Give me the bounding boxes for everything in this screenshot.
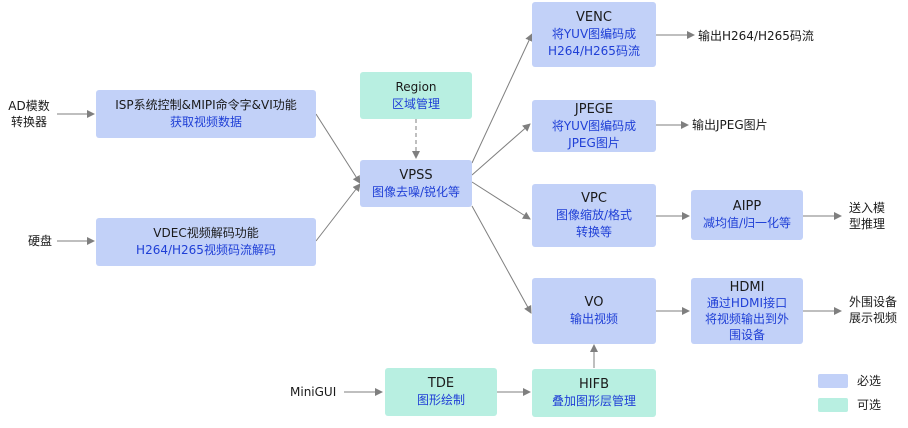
aipp-sub: 减均值/归一化等 <box>702 216 792 230</box>
legend-required-label: 必选 <box>857 374 882 388</box>
input-ad-line2: 转换器 <box>10 115 47 129</box>
hdmi-sub-line2: 将视频输出到外 <box>704 311 789 326</box>
tde-box[interactable]: TDE 图形绘制 <box>385 368 497 416</box>
input-disk: 硬盘 <box>28 234 53 248</box>
venc-title: VENC <box>576 10 612 25</box>
vo-sub: 输出视频 <box>569 312 618 326</box>
hdmi-box[interactable]: HDMI 通过HDMI接口 将视频输出到外 围设备 <box>691 278 803 344</box>
output-hdmi-line2: 展示视频 <box>848 311 897 325</box>
output-hdmi-line1: 外围设备 <box>848 295 897 309</box>
vpc-title: VPC <box>581 191 607 206</box>
jpege-title: JPEGE <box>574 101 614 117</box>
output-aipp-line2: 型推理 <box>848 217 885 231</box>
region-sub: 区域管理 <box>391 96 440 111</box>
vdec-title: VDEC视频解码功能 <box>153 226 259 240</box>
arrow-vpss-to-vpc <box>471 181 531 220</box>
vo-title: VO <box>584 295 604 310</box>
vdec-sub: H264/H265视频码流解码 <box>136 243 276 257</box>
arrow-vpss-to-vo <box>471 205 532 314</box>
vdec-box[interactable]: VDEC视频解码功能 H264/H265视频码流解码 <box>96 218 316 266</box>
legend-optional-swatch <box>818 398 848 412</box>
vpss-sub: 图像去噪/锐化等 <box>371 184 461 199</box>
isp-box[interactable]: ISP系统控制&MIPI命令字&VI功能 获取视频数据 <box>96 90 316 138</box>
output-venc: 输出H264/H265码流 <box>698 29 814 43</box>
vpc-sub-line2: 转换等 <box>575 225 612 239</box>
hdmi-sub-line3: 围设备 <box>728 327 765 342</box>
vpss-box[interactable]: VPSS 图像去噪/锐化等 <box>360 160 472 207</box>
output-aipp: 送入模 型推理 <box>842 200 892 232</box>
vo-box[interactable]: VO 输出视频 <box>532 278 656 344</box>
jpege-box[interactable]: JPEGE 将YUV图编码成 JPEG图片 <box>532 100 656 152</box>
region-box[interactable]: Region 区域管理 <box>360 72 472 119</box>
venc-sub-line2: H264/H265码流 <box>548 44 640 58</box>
output-hdmi: 外围设备 展示视频 <box>842 294 904 326</box>
output-aipp-line1: 送入模 <box>848 201 885 215</box>
output-jpege: 输出JPEG图片 <box>692 118 768 132</box>
arrow-vpss-to-venc <box>471 33 533 164</box>
input-minigui: MiniGUI <box>290 385 337 399</box>
legend-required-swatch <box>818 374 848 388</box>
hdmi-title: HDMI <box>729 279 765 295</box>
hifb-sub: 叠加图形层管理 <box>551 394 636 408</box>
vpc-box[interactable]: VPC 图像缩放/格式 转换等 <box>532 184 656 247</box>
hifb-box[interactable]: HIFB 叠加图形层管理 <box>532 369 656 417</box>
arrow-vpss-to-jpege <box>471 123 531 176</box>
aipp-box[interactable]: AIPP 减均值/归一化等 <box>691 190 803 240</box>
jpege-sub-line2: JPEG图片 <box>568 135 620 150</box>
isp-sub: 获取视频数据 <box>169 115 242 129</box>
tde-title: TDE <box>427 376 455 391</box>
aipp-title: AIPP <box>732 199 762 214</box>
hdmi-sub-line1: 通过HDMI接口 <box>706 295 788 310</box>
legend-optional-label: 可选 <box>857 398 882 412</box>
input-ad-line1: AD模数 <box>8 99 50 113</box>
venc-sub-line1: 将YUV图编码成 <box>551 27 637 41</box>
venc-box[interactable]: VENC 将YUV图编码成 H264/H265码流 <box>532 2 656 67</box>
jpege-sub-line1: 将YUV图编码成 <box>551 118 637 133</box>
arrow-vdec-to-vpss <box>315 183 361 242</box>
isp-title: ISP系统控制&MIPI命令字&VI功能 <box>115 98 297 112</box>
vpss-title: VPSS <box>399 167 433 183</box>
hifb-title: HIFB <box>578 377 609 392</box>
tde-sub: 图形绘制 <box>416 393 465 407</box>
arrow-isp-to-vpss <box>315 113 361 184</box>
input-ad-converter: AD模数 转换器 <box>4 98 54 130</box>
region-title: Region <box>395 79 437 94</box>
vpc-sub-line1: 图像缩放/格式 <box>555 208 633 222</box>
